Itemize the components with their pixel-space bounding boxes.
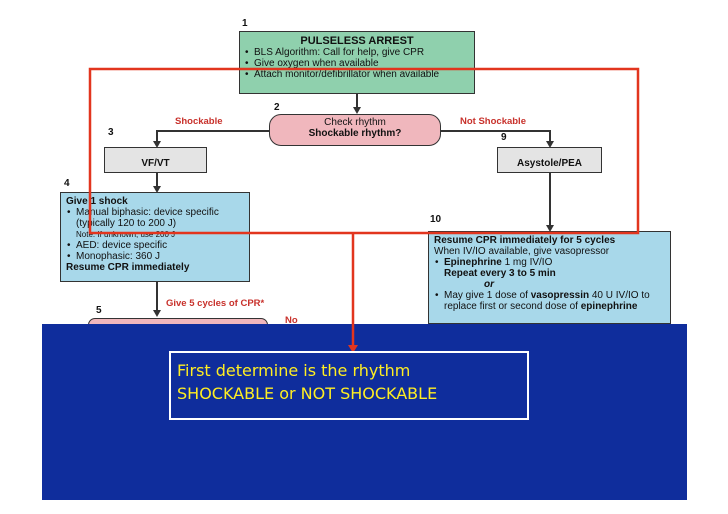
give-shock-title: Give 1 shock (66, 196, 128, 207)
step-3-number: 3 (108, 127, 114, 138)
replace-dose-text: replace first or second dose of (444, 301, 581, 312)
callout-panel (42, 324, 687, 500)
vasopressor-line: When IV/IO available, give vasopressor (434, 246, 610, 257)
vasopressin-name: vasopressin (530, 290, 590, 301)
or-text: or (484, 279, 494, 290)
step-5-number: 5 (96, 305, 102, 316)
manual-biphasic-text: Manual biphasic: device specific (76, 207, 219, 218)
give-cpr-label: Give 5 cycles of CPR* (166, 298, 265, 309)
give-shock-list: Manual biphasic: device specific (typica… (66, 207, 244, 262)
epinephrine-item: Epinephrine 1 mg IV/IO Repeat every 3 to… (435, 257, 665, 290)
callout-line-2: SHOCKABLE or NOT SHOCKABLE (177, 384, 438, 403)
epinephrine-repeat: Repeat every 3 to 5 min (444, 268, 556, 279)
pulseless-arrest-list: BLS Algorithm: Call for help, give CPR G… (244, 47, 470, 80)
flowchart-slide: 1 PULSELESS ARREST BLS Algorithm: Call f… (42, 16, 687, 500)
arrow-9-10 (546, 225, 554, 232)
pulseless-arrest-title: PULSELESS ARREST (300, 35, 414, 47)
arrow-3-4 (153, 186, 161, 193)
monitor-item: Attach monitor/defibrillator when availa… (245, 69, 470, 80)
shockable-label: Shockable (175, 116, 223, 127)
resume-cpr-vasopressor-box: Resume CPR immediately for 5 cycles When… (428, 231, 671, 324)
vasopressin-pre: May give 1 dose of (444, 290, 531, 301)
step-9-number: 9 (501, 132, 507, 143)
epinephrine-name: Epinephrine (444, 257, 502, 268)
connector-4-5 (156, 282, 158, 312)
step-4-number: 4 (64, 178, 70, 189)
vasopressor-list: Epinephrine 1 mg IV/IO Repeat every 3 to… (434, 257, 665, 312)
manual-biphasic-note: Note: If unknown, use 200 J (76, 230, 176, 239)
connector-3-4 (156, 173, 158, 189)
connector-2-3-v (156, 130, 158, 144)
epinephrine-dose: 1 mg IV/IO (501, 257, 553, 268)
highlight-overlay (88, 67, 640, 353)
monophasic-item: Monophasic: 360 J (67, 251, 244, 262)
vasopressin-item: May give 1 dose of vasopressin 40 U IV/I… (435, 290, 665, 312)
vf-vt-title: VF/VT (141, 158, 170, 169)
aed-item: AED: device specific (67, 240, 244, 251)
pointer-arrowhead (348, 345, 358, 353)
manual-biphasic-item: Manual biphasic: device specific (typica… (67, 207, 244, 240)
arrow-2-3 (153, 141, 161, 148)
oxygen-item: Give oxygen when available (245, 58, 470, 69)
check-rhythm-box: Check rhythm Shockable rhythm? (269, 114, 441, 146)
connector-2-9-h (441, 130, 550, 132)
arrow-1-2 (353, 107, 361, 114)
connector-2-3-h (156, 130, 269, 132)
give-shock-box: Give 1 shock Manual biphasic: device spe… (60, 192, 250, 282)
bls-item: BLS Algorithm: Call for help, give CPR (245, 47, 470, 58)
connector-1-2 (356, 94, 358, 109)
no-label: No (285, 315, 298, 326)
resume-cpr-text: Resume CPR immediately (66, 262, 190, 273)
callout-line-1: First determine is the rhythm (177, 361, 411, 380)
vf-vt-box: VF/VT (104, 147, 207, 173)
pulseless-arrest-box: PULSELESS ARREST BLS Algorithm: Call for… (239, 31, 475, 94)
asystole-pea-title: Asystole/PEA (516, 158, 583, 169)
asystole-pea-box: Asystole/PEA (497, 147, 602, 173)
resume-cpr-5-cycles: Resume CPR immediately for 5 cycles (434, 235, 616, 246)
step-10-number: 10 (430, 214, 442, 225)
arrow-2-9 (546, 141, 554, 148)
manual-biphasic-range: (typically 120 to 200 J) (76, 218, 177, 229)
connector-9-10 (549, 173, 551, 228)
shockable-question: Shockable rhythm? (308, 128, 402, 139)
check-rhythm-text: Check rhythm (324, 117, 386, 128)
step-1-number: 1 (242, 18, 248, 29)
connector-2-9-v (549, 130, 551, 144)
highlight-rectangle (88, 67, 640, 235)
rhythm-callout: First determine is the rhythm SHOCKABLE … (169, 351, 529, 420)
replace-epinephrine: epinephrine (580, 301, 638, 312)
step-2-number: 2 (274, 102, 280, 113)
not-shockable-label: Not Shockable (460, 116, 526, 127)
vasopressin-dose: 40 U IV/IO to (589, 290, 650, 301)
arrow-4-5 (153, 310, 161, 317)
